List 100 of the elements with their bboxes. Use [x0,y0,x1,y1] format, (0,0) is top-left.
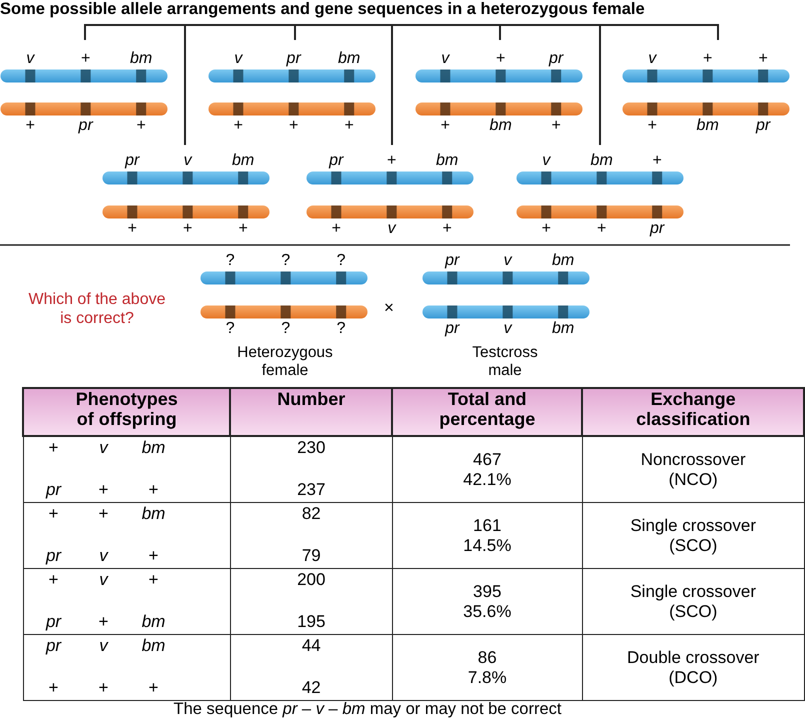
allele-label: pr [445,252,460,270]
allele-label: + [758,50,768,68]
count-value: 82 [302,505,321,523]
allele-label: v [504,252,512,270]
phenotype-label: bm [142,505,166,523]
allele-label: + [136,117,146,135]
allele-label: pr [329,152,344,170]
allele-label: bm [552,320,574,338]
allele-label: pr [78,117,93,135]
allele-label: + [442,220,452,238]
count-value: 44 [302,637,321,655]
allele-label: v [388,220,396,238]
allele-label: ? [281,252,290,270]
total-value: 395 35.6% [462,582,512,622]
allele-label: pr [125,152,140,170]
allele-label: + [440,117,450,135]
allele-label: v [234,50,242,68]
allele-label: pr [445,320,460,338]
allele-label: bm [436,152,458,170]
count-value: 195 [297,613,326,631]
allele-label: v [441,50,450,68]
allele-label: bm [552,252,574,270]
phenotype-label: + [148,679,158,697]
phenotype-label: v [99,439,108,457]
allele-label: bm [696,117,719,135]
column-header: Phenotypes of offspring [23,388,230,436]
total-value: 86 7.8% [466,648,508,688]
phenotype-label: v [99,571,108,589]
allele-label: + [332,220,341,238]
phenotype-label: + [148,571,158,589]
phenotype-label: + [48,505,58,523]
allele-label: + [128,220,137,238]
allele-label: ? [226,320,235,338]
phenotype-label: v [99,637,108,655]
phenotype-label: bm [142,613,166,631]
allele-label: + [26,117,35,135]
phenotype-label: + [148,481,158,499]
phenotype-label: bm [142,439,166,457]
caption: Heterozygous female [236,344,334,380]
allele-label: + [551,117,561,135]
allele-label: bm [338,50,360,68]
classification-label: Single crossover (SCO) [629,582,757,622]
allele-label: + [703,50,712,68]
phenotype-label: pr [46,637,62,655]
count-value: 79 [302,547,321,565]
allele-label: v [648,50,656,68]
cross-symbol: × [384,298,394,318]
phenotype-label: pr [46,547,62,565]
column-header: Number [230,388,392,436]
allele-label: + [387,152,396,170]
phenotype-label: bm [142,637,166,655]
allele-label: bm [590,152,613,170]
caption: Testcross male [471,344,539,380]
phenotype-label: + [98,481,108,499]
allele-label: + [597,220,606,238]
phenotype-label: + [48,571,58,589]
allele-label: pr [650,220,664,238]
classification-label: Double crossover (DCO) [626,648,760,688]
phenotype-label: + [48,439,58,457]
phenotype-label: + [148,547,158,565]
allele-label: v [184,152,192,170]
question-text: Which of the above is correct? [28,290,166,328]
classification-label: Single crossover (SCO) [629,516,757,556]
allele-label: pr [756,117,770,135]
allele-label: v [504,320,512,338]
allele-label: v [542,152,550,170]
allele-label: ? [336,252,346,270]
allele-label: + [238,220,248,238]
allele-label: pr [286,50,301,68]
allele-label: pr [549,50,564,68]
allele-label: bm [490,117,512,135]
phenotype-label: + [98,679,108,697]
count-value: 237 [297,481,326,499]
allele-label: ? [226,252,235,270]
count-value: 42 [302,679,321,697]
allele-label: v [26,50,34,68]
phenotype-label: + [98,505,108,523]
footnote: The sequence pr – v – bm may or may not be correct [172,700,562,719]
phenotype-label: + [48,679,58,697]
phenotype-label: + [98,613,108,631]
phenotype-label: pr [46,613,62,631]
phenotype-label: pr [46,481,62,499]
allele-label: + [234,117,243,135]
column-header: Total and percentage [392,388,582,436]
allele-label: + [648,117,657,135]
count-value: 230 [297,439,326,457]
allele-label: bm [130,50,152,68]
total-value: 467 42.1% [462,450,512,490]
phenotype-label: v [99,547,108,565]
allele-label: ? [336,320,346,338]
allele-label: ? [281,320,290,338]
classification-label: Noncrossover (NCO) [640,450,747,490]
allele-label: + [496,50,506,68]
allele-label: + [289,117,298,135]
column-header: Exchange classification [582,388,804,436]
allele-label: + [183,220,192,238]
allele-label: + [652,152,662,170]
total-value: 161 14.5% [462,516,512,556]
count-value: 200 [297,571,326,589]
allele-label: + [542,220,551,238]
